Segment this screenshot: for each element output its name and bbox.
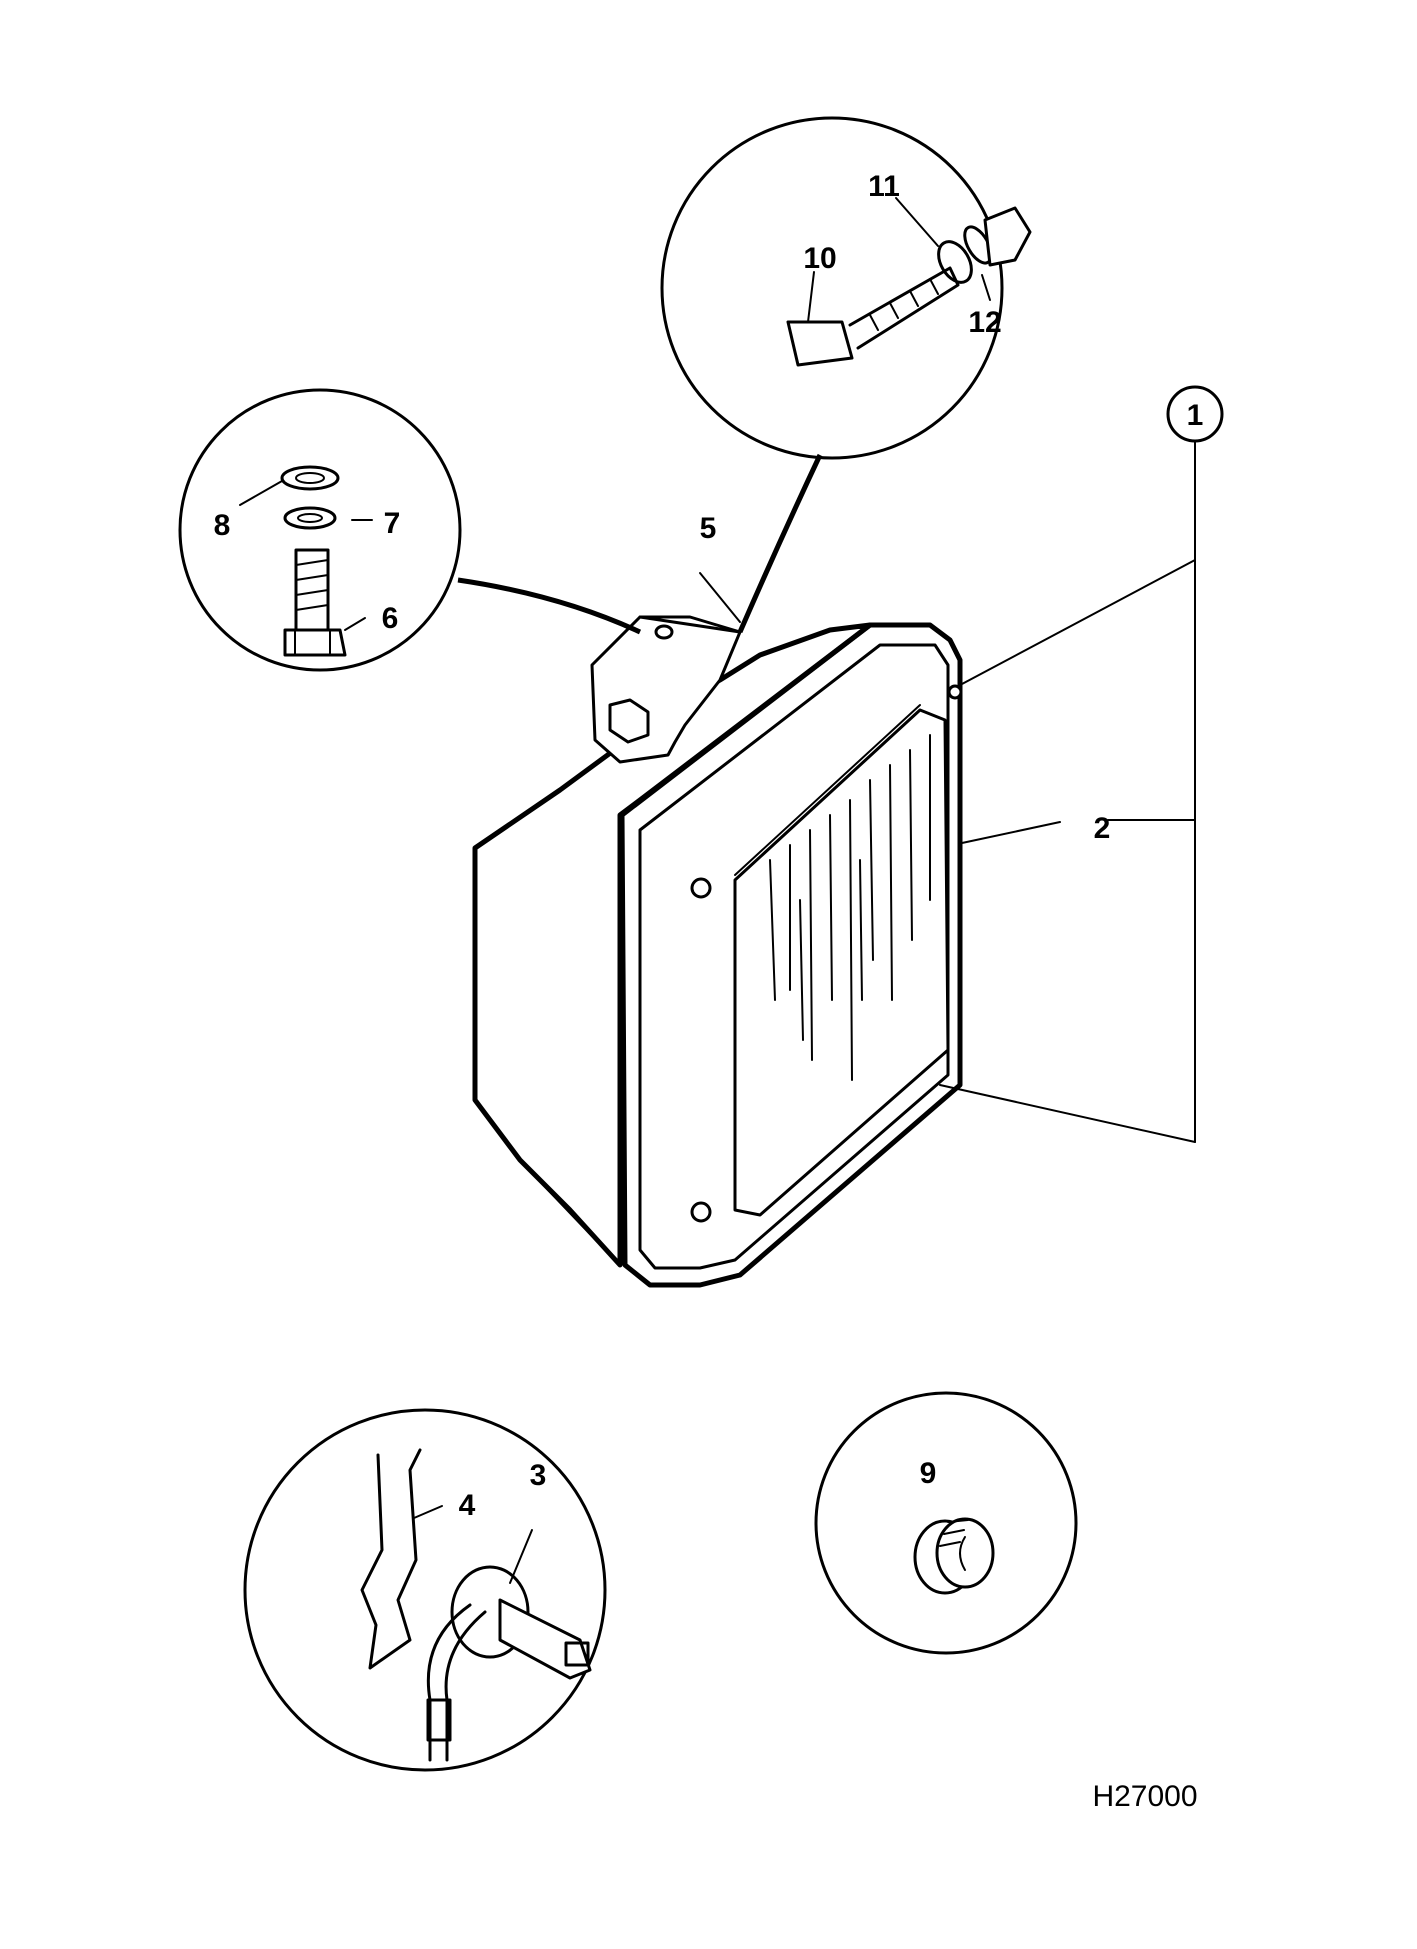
detail-circle-grommet — [814, 1391, 1078, 1655]
callout-1-bracket — [939, 385, 1224, 1143]
detail-circle-adjuster-bolt — [660, 116, 1032, 633]
callout-4-label: 4 — [459, 1489, 476, 1522]
callout-7-label: 7 — [384, 507, 401, 540]
callout-11-label: 11 — [868, 170, 900, 203]
callout-5-label: 5 — [700, 512, 717, 545]
detail-circle-bulb-clip — [243, 1408, 607, 1772]
bezel-screw — [947, 684, 963, 700]
lens-texture — [769, 734, 931, 1081]
drawing-reference: H27000 — [1092, 1780, 1197, 1813]
callout-2-leader — [961, 821, 1061, 844]
callout-2-label: 2 — [1094, 812, 1111, 845]
callout-1-label: 1 — [1187, 399, 1204, 432]
work-lamp-assembly — [472, 615, 963, 1288]
callout-5-leader — [699, 572, 741, 623]
bezel-screw — [690, 1201, 712, 1223]
callout-6-label: 6 — [382, 602, 399, 635]
callout-9-label: 9 — [920, 1457, 937, 1490]
callout-12-label: 12 — [968, 306, 1001, 339]
bracket-nut — [608, 698, 650, 744]
bezel-screw — [690, 877, 712, 899]
callout-3-label: 3 — [530, 1459, 547, 1492]
callout-8-label: 8 — [214, 509, 231, 542]
detail-circle-mounting-bolt — [178, 388, 642, 672]
callout-10-label: 10 — [803, 242, 836, 275]
